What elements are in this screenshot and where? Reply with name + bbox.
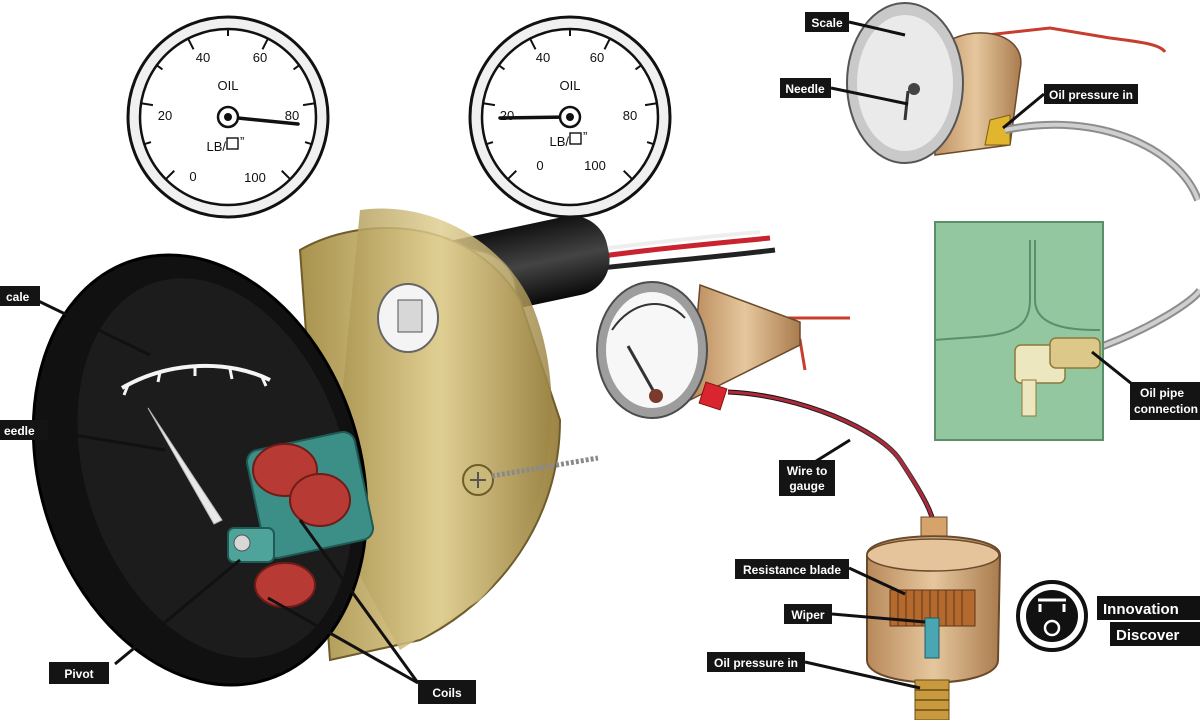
tick-label: 20 (500, 108, 514, 123)
dial-gauge-left: 0 20 40 60 80 100 OIL LB/ ” (126, 15, 330, 219)
dial-tick (634, 64, 642, 71)
engine-block (934, 221, 1104, 441)
callout-oil-pressure-in-top: Oil pressure in (1044, 84, 1138, 104)
dial-tick (165, 170, 175, 180)
dial-tick (304, 141, 313, 146)
dial-unit-suffix: ” (583, 129, 587, 144)
svg-text:Scale: Scale (811, 16, 843, 30)
dial-tick (485, 141, 494, 146)
svg-text:Oil pressure in: Oil pressure in (1049, 88, 1133, 102)
callout-oil-pipe-connection: Oil pipe connection (1130, 382, 1200, 420)
svg-text:Coils: Coils (432, 686, 462, 700)
svg-text:Wiper: Wiper (791, 608, 825, 622)
needle (226, 115, 300, 126)
callout-wiper: Wiper (784, 604, 832, 624)
svg-text:eedle: eedle (4, 424, 35, 438)
dial-tick (482, 102, 496, 107)
gear-icon (1043, 619, 1061, 637)
tick-label: 0 (536, 158, 543, 173)
square-inch-icon (569, 132, 582, 145)
callout-resistance-blade: Resistance blade (735, 559, 849, 579)
tick-label: 100 (244, 170, 266, 185)
dial-tick (156, 64, 164, 71)
sender-gauge (596, 281, 938, 536)
svg-text:cale: cale (6, 290, 30, 304)
square-inch-icon (226, 137, 239, 150)
needle (498, 115, 572, 120)
dial-gauge-right: 0 20 40 60 80 100 OIL LB/ ” (468, 15, 672, 219)
tick-label: 80 (285, 108, 299, 123)
svg-text:connection: connection (1134, 402, 1198, 416)
dial-tick (529, 38, 537, 50)
tick-label: 20 (158, 108, 172, 123)
brand-line1: Innovation (1103, 601, 1179, 618)
svg-text:Needle: Needle (785, 82, 825, 96)
callout-needle-top: Needle (780, 78, 831, 98)
svg-text:Pivot: Pivot (64, 667, 93, 681)
callout-oil-pressure-in-bottom: Oil pressure in (707, 652, 805, 672)
callout-scale-main: cale (0, 286, 40, 306)
svg-text:Oil pipe: Oil pipe (1140, 386, 1184, 400)
dial-tick (187, 38, 195, 50)
brand-logo: Innovation Discover (1016, 580, 1200, 652)
callout-wire-to-gauge: Wire to gauge (779, 460, 835, 496)
tick-label: 60 (590, 50, 604, 65)
dial-title: OIL (218, 78, 239, 93)
tick-label: 80 (623, 108, 637, 123)
svg-text:Resistance blade: Resistance blade (743, 563, 841, 577)
dash-gauge (846, 2, 1200, 354)
dial-tick (261, 38, 269, 50)
tick-label: 100 (584, 158, 606, 173)
callout-coils: Coils (418, 680, 476, 704)
callout-pivot: Pivot (49, 662, 109, 684)
brand-line2: Discover (1116, 627, 1180, 644)
dial-unit-suffix: ” (240, 134, 244, 149)
svg-text:gauge: gauge (789, 479, 825, 493)
svg-text:Wire to: Wire to (787, 464, 828, 478)
dial-unit-prefix: LB/ (206, 139, 226, 154)
svg-text:Oil pressure in: Oil pressure in (714, 656, 798, 670)
dial-tick (143, 141, 152, 146)
pressure-sender (866, 516, 1002, 720)
dial-tick (603, 38, 611, 50)
dial-tick (140, 102, 154, 107)
dial-tick (302, 102, 316, 107)
tick-label: 40 (536, 50, 550, 65)
dial-tick (623, 170, 633, 180)
callout-scale-top: Scale (805, 12, 849, 32)
dial-tick (646, 141, 655, 146)
dial-unit-prefix: LB/ (549, 134, 569, 149)
tick-label: 0 (189, 169, 196, 184)
dial-tick (644, 102, 658, 107)
dial-tick (507, 170, 517, 180)
cutaway-gauge (31, 208, 776, 687)
dial-tick (498, 64, 506, 71)
callout-needle-main: eedle (0, 420, 48, 440)
dial-tick (292, 64, 300, 71)
tick-label: 40 (196, 50, 210, 65)
dial-title: OIL (560, 78, 581, 93)
dial-tick (281, 170, 291, 180)
tick-label: 60 (253, 50, 267, 65)
